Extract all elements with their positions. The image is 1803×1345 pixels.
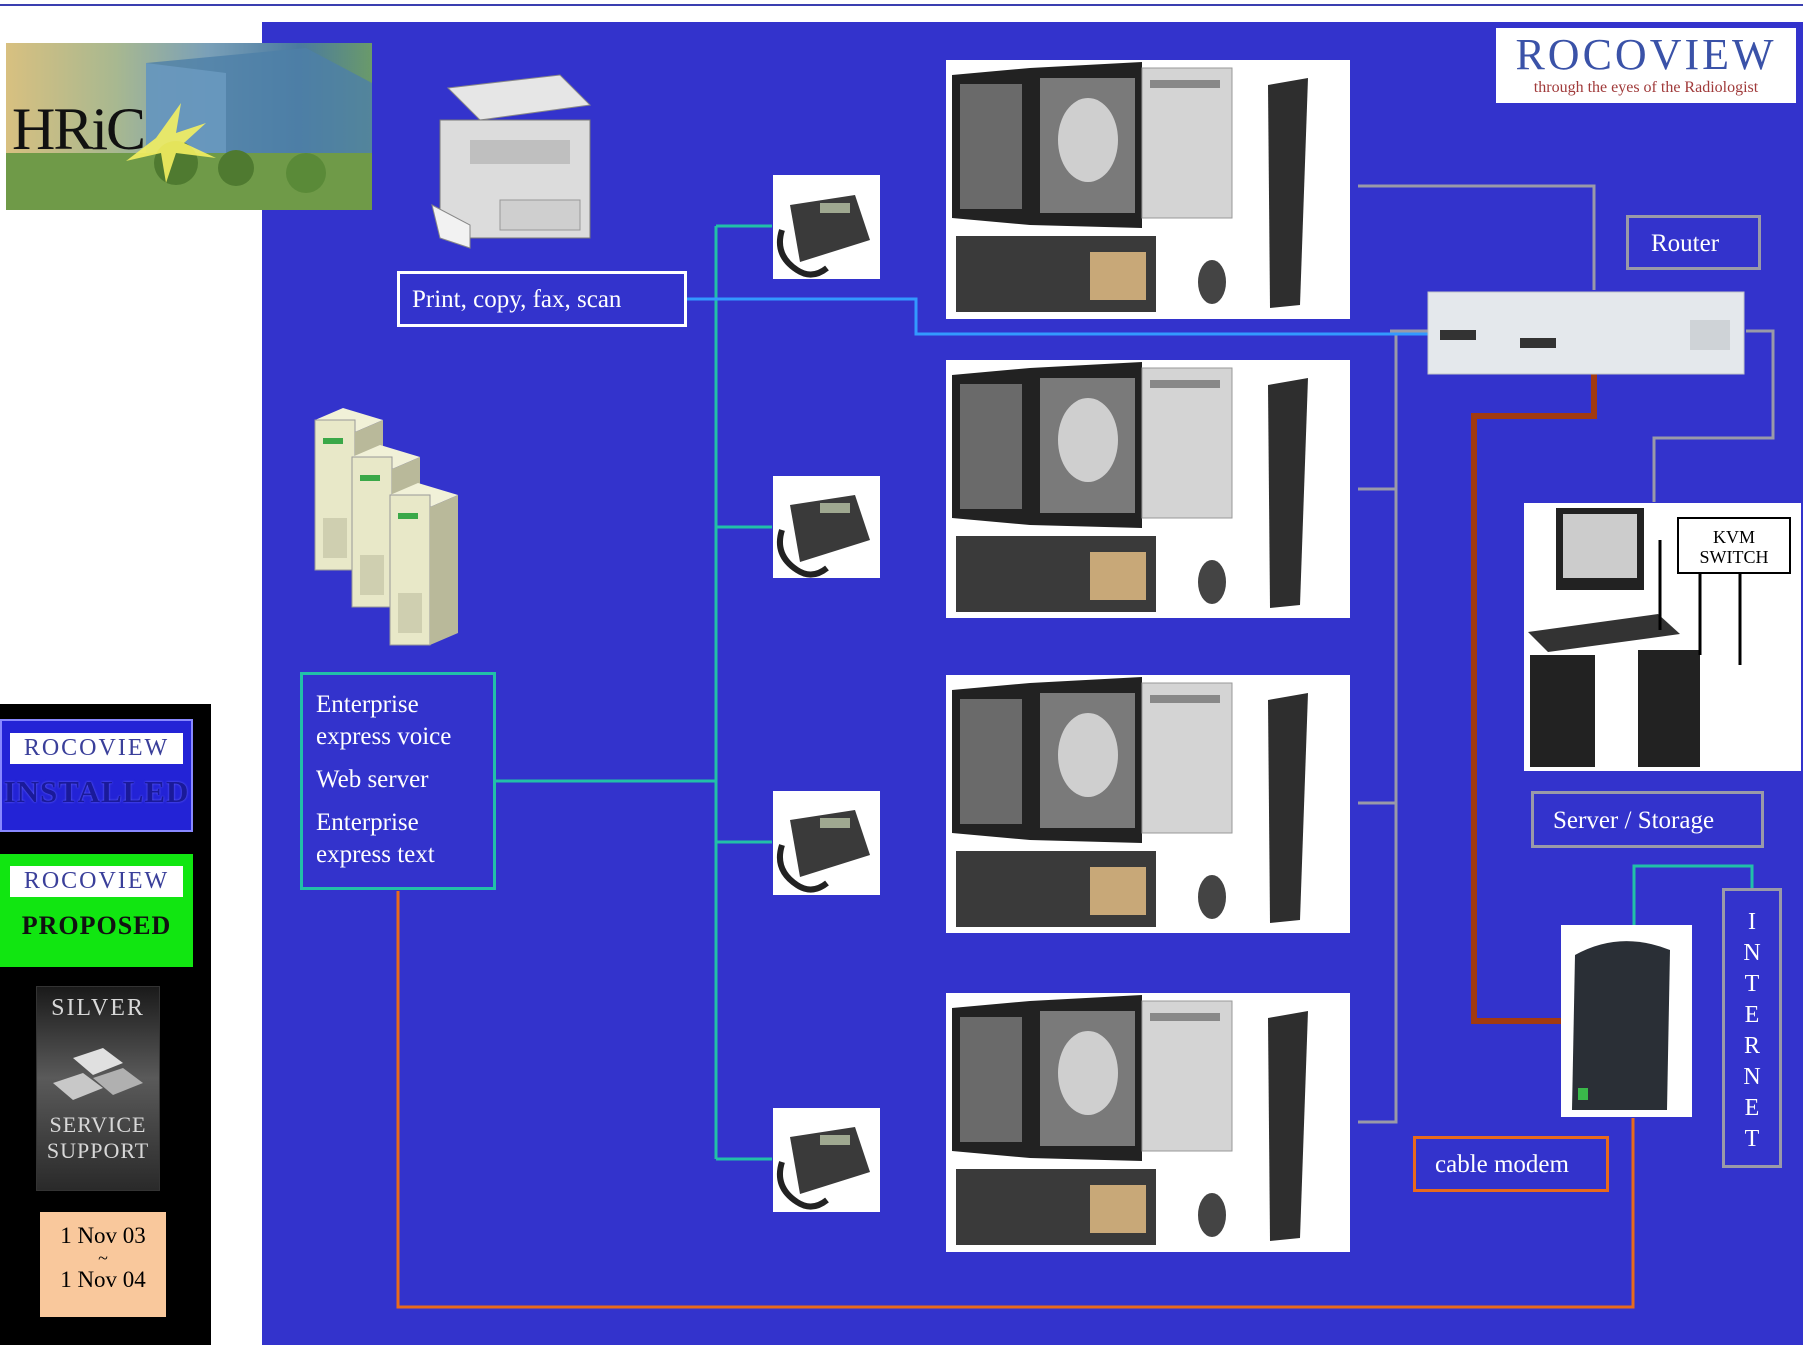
internet-letter: I — [1748, 909, 1756, 935]
top-rule — [0, 4, 1803, 6]
router-icon — [1427, 291, 1745, 375]
support-label: SUPPORT — [46, 1138, 150, 1163]
silver-label: SILVER — [51, 995, 145, 1021]
date-from: 1 Nov 03 — [60, 1223, 146, 1248]
internet-letter: T — [1744, 1126, 1760, 1152]
internet-letter: R — [1743, 1033, 1760, 1059]
radiology-workstation-icon — [946, 60, 1350, 319]
rocoview-logo-text: ROCOVIEW — [1515, 30, 1777, 79]
phone-icon — [773, 1108, 880, 1212]
cable-modem-label-box: cable modem — [1413, 1136, 1609, 1192]
server-label-line-4: Enterprise — [316, 809, 419, 836]
server-to-modem-link — [396, 891, 1635, 1309]
hric-logo-text: HRiC — [12, 96, 146, 162]
server-label-box: Enterprise express voice Web server Ente… — [300, 672, 496, 890]
internet-letter: N — [1743, 940, 1761, 966]
installed-badge-logo: ROCOVIEW — [9, 733, 184, 764]
router-label: Router — [1651, 230, 1720, 257]
server-tower-icon — [314, 408, 458, 646]
internet-label-box: I N T E R N E T — [1722, 888, 1782, 1168]
kvm-server-storage-icon — [1524, 503, 1801, 771]
internet-letter: E — [1744, 1095, 1760, 1121]
proposed-badge-logo: ROCOVIEW — [9, 866, 184, 897]
service-label: SERVICE — [49, 1112, 147, 1137]
phone-bus — [494, 224, 1754, 1161]
phone-icon — [773, 476, 880, 578]
modem-router-link — [1471, 374, 1597, 1024]
internet-letter: E — [1744, 1002, 1760, 1028]
silver-bars-icon — [53, 1048, 143, 1100]
printer-label-box: Print, copy, fax, scan — [397, 271, 687, 327]
installed-badge: ROCOVIEW INSTALLED — [0, 719, 193, 832]
internet-letter: T — [1744, 971, 1760, 997]
server-storage-label-box: Server / Storage — [1531, 791, 1764, 848]
server-label-line-1: Enterprise — [316, 691, 419, 718]
internet-letter: N — [1743, 1064, 1761, 1090]
rocoview-tagline: through the eyes of the Radiologist — [1533, 79, 1759, 96]
cable-modem-label: cable modem — [1435, 1151, 1569, 1178]
date-to: 1 Nov 04 — [60, 1267, 146, 1292]
server-label-line-5: express text — [316, 841, 435, 868]
router-label-box: Router — [1626, 215, 1761, 270]
radiology-workstation-icon — [946, 993, 1350, 1252]
kvm-label: KVM SWITCH — [1699, 527, 1769, 567]
radiology-workstation-icon — [946, 675, 1350, 933]
lan-bus — [1358, 184, 1775, 1124]
date-separator: ~ — [98, 1248, 108, 1268]
phone-icon — [773, 791, 880, 895]
contract-dates: 1 Nov 03 ~ 1 Nov 04 — [40, 1212, 166, 1317]
radiology-workstation-icon — [946, 360, 1350, 618]
rocoview-logo: ROCOVIEW through the eyes of the Radiolo… — [1496, 28, 1796, 103]
printer-label: Print, copy, fax, scan — [412, 286, 622, 313]
installed-badge-label: INSTALLED — [3, 774, 190, 809]
server-storage-label: Server / Storage — [1553, 807, 1715, 834]
printer-link — [687, 297, 1428, 336]
phone-icon — [773, 175, 880, 279]
printer-icon — [431, 74, 592, 249]
server-label-line-3: Web server — [316, 766, 429, 793]
silver-service-badge: SILVER SERVICE SUPPORT — [36, 986, 160, 1191]
hric-logo: HRiC — [6, 43, 372, 210]
server-label-line-2: express voice — [316, 723, 452, 750]
cable-modem-icon — [1561, 925, 1692, 1117]
proposed-badge: ROCOVIEW PROPOSED — [0, 854, 193, 967]
proposed-badge-label: PROPOSED — [21, 911, 172, 940]
